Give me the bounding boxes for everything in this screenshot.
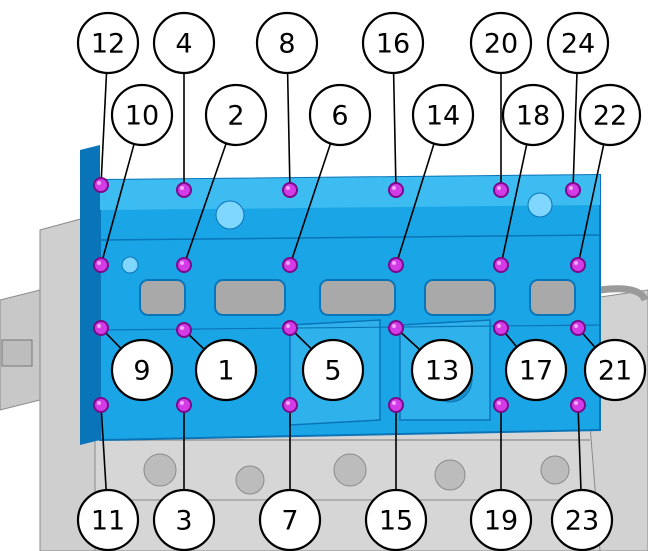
callout-6: 6 [310, 85, 370, 145]
callout-number-13: 13 [425, 356, 459, 387]
callout-1: 1 [196, 340, 256, 400]
callout-17: 17 [506, 340, 566, 400]
bolt-23 [570, 397, 586, 413]
callout-number-14: 14 [426, 101, 460, 132]
bolt-3 [176, 397, 192, 413]
callout-8: 8 [257, 13, 317, 73]
leader-line-12 [101, 73, 107, 185]
callout-number-2: 2 [227, 101, 244, 132]
callout-number-17: 17 [519, 356, 553, 387]
bolt-13 [388, 320, 404, 336]
callout-number-3: 3 [175, 506, 192, 537]
callout-23: 23 [552, 490, 612, 550]
callout-24: 24 [548, 13, 608, 73]
callout-20: 20 [471, 13, 531, 73]
callout-number-21: 21 [598, 356, 632, 387]
callout-3: 3 [154, 490, 214, 550]
callout-number-18: 18 [516, 101, 550, 132]
callout-5: 5 [303, 340, 363, 400]
callout-number-24: 24 [561, 29, 595, 60]
bolt-5 [282, 320, 298, 336]
callout-7: 7 [260, 490, 320, 550]
bolt-6 [282, 257, 298, 273]
callout-number-19: 19 [484, 506, 518, 537]
callout-number-8: 8 [278, 29, 295, 60]
callout-number-15: 15 [379, 506, 413, 537]
bolt-16 [388, 182, 404, 198]
callout-number-5: 5 [324, 356, 341, 387]
callout-number-9: 9 [133, 356, 150, 387]
bolt-12 [93, 177, 109, 193]
bolt-21 [570, 320, 586, 336]
callout-18: 18 [503, 85, 563, 145]
bolt-7 [282, 397, 298, 413]
callout-number-11: 11 [91, 506, 125, 537]
leader-line-8 [288, 73, 290, 190]
callout-number-16: 16 [376, 29, 410, 60]
bolt-11 [93, 397, 109, 413]
callout-number-23: 23 [565, 506, 599, 537]
callout-14: 14 [413, 85, 473, 145]
callout-number-20: 20 [484, 29, 518, 60]
bolt-10 [93, 257, 109, 273]
bolt-9 [93, 320, 109, 336]
bolt-24 [565, 182, 581, 198]
callout-11: 11 [78, 490, 138, 550]
callout-2: 2 [206, 85, 266, 145]
callout-number-6: 6 [331, 101, 348, 132]
callout-9: 9 [112, 340, 172, 400]
callout-21: 21 [585, 340, 645, 400]
callout-number-10: 10 [125, 101, 159, 132]
callout-number-1: 1 [217, 356, 234, 387]
bolt-8 [282, 182, 298, 198]
bolt-19 [493, 397, 509, 413]
bolt-2 [176, 257, 192, 273]
leader-line-24 [573, 73, 577, 190]
callout-number-4: 4 [175, 29, 192, 60]
callout-number-12: 12 [91, 29, 125, 60]
callout-10: 10 [112, 85, 172, 145]
callout-22: 22 [580, 85, 640, 145]
callout-13: 13 [412, 340, 472, 400]
bolt-17 [493, 320, 509, 336]
callout-number-22: 22 [593, 101, 627, 132]
bolt-18 [493, 257, 509, 273]
bolt-15 [388, 397, 404, 413]
bolt-4 [176, 182, 192, 198]
callout-19: 19 [471, 490, 531, 550]
bolt-1 [176, 322, 192, 338]
callout-16: 16 [363, 13, 423, 73]
callout-12: 12 [78, 13, 138, 73]
callout-number-7: 7 [281, 506, 298, 537]
bolt-20 [493, 182, 509, 198]
bolt-14 [388, 257, 404, 273]
callout-4: 4 [154, 13, 214, 73]
callout-15: 15 [366, 490, 426, 550]
leader-line-16 [394, 73, 396, 190]
bolt-22 [570, 257, 586, 273]
